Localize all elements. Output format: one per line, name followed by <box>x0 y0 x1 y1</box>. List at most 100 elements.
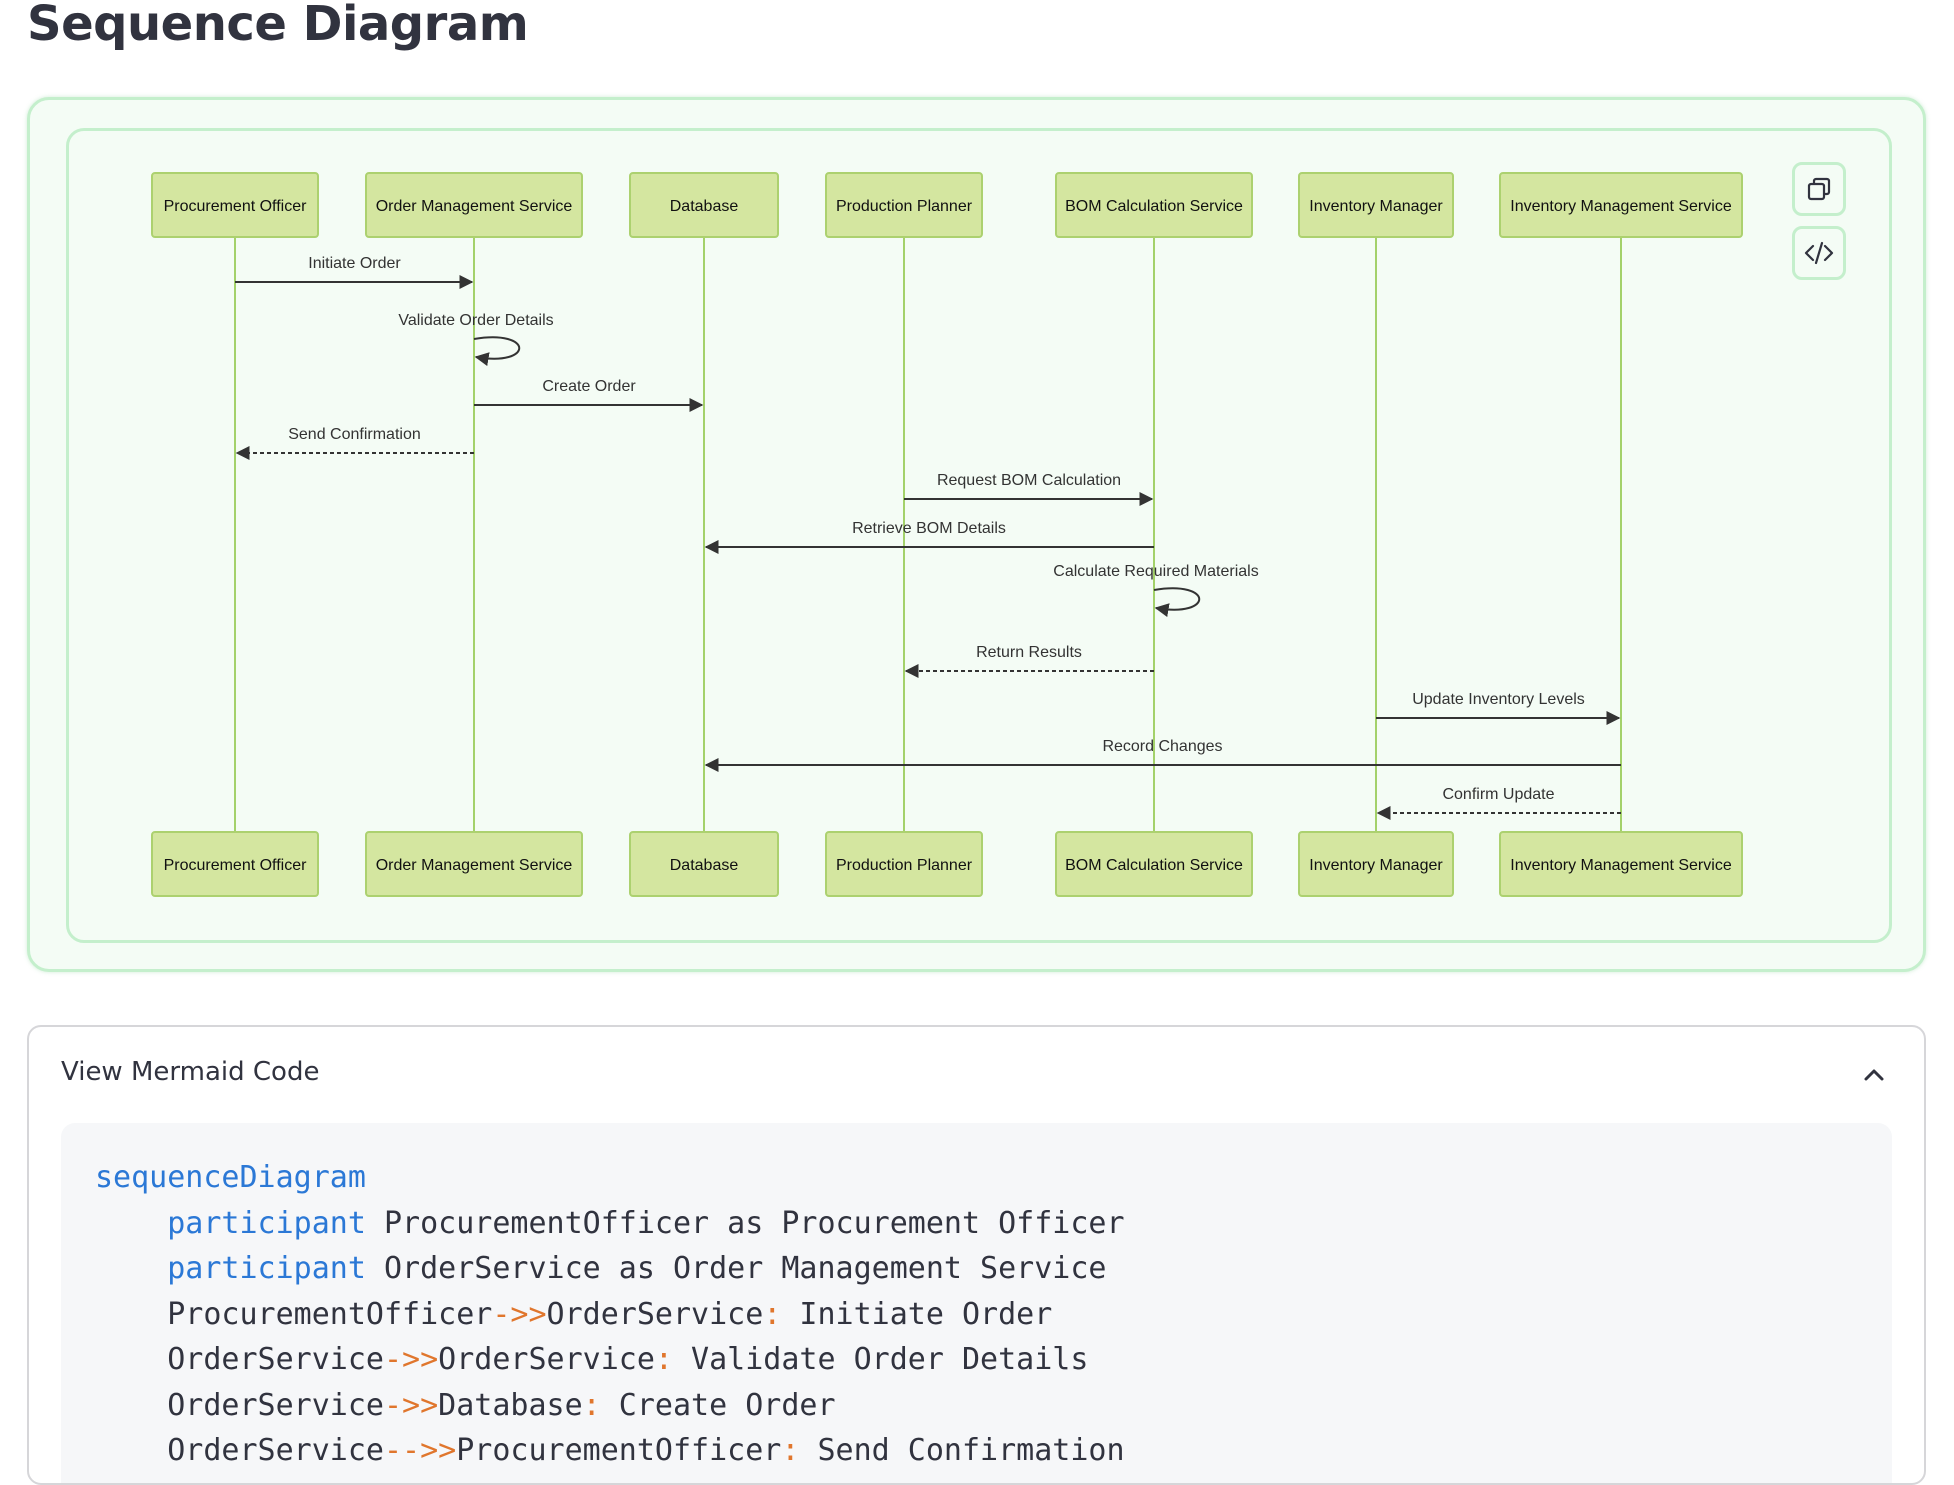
message-initiate-order: Initiate Order <box>235 255 474 289</box>
message-label: Create Order <box>542 378 636 395</box>
code-keyword: participant <box>167 1251 366 1286</box>
actor-top-order-management-service: Order Management Service <box>365 172 583 238</box>
mermaid-code-expander: View Mermaid Code sequenceDiagram partic… <box>27 1025 1926 1485</box>
code-line: OrderService->>Database: Create Order <box>95 1383 1858 1429</box>
message-arrow <box>473 336 521 367</box>
actor-label: Procurement Officer <box>164 857 308 874</box>
code-text: OrderService as Order Management Service <box>365 1251 1107 1286</box>
actor-box <box>825 831 983 897</box>
actor-label: Database <box>670 857 739 874</box>
message-label: Calculate Required Materials <box>1053 563 1258 580</box>
actor-bottom-production-planner: Production Planner <box>825 831 983 897</box>
actor-box <box>151 831 319 897</box>
code-text: OrderService <box>95 1342 384 1377</box>
code-operator: ->> <box>492 1296 547 1332</box>
actor-box <box>365 172 583 238</box>
code-text: OrderService <box>95 1433 384 1468</box>
code-operator: ->> <box>383 1387 439 1423</box>
code-text: OrderService <box>546 1296 764 1332</box>
actor-top-inventory-management-service: Inventory Management Service <box>1499 172 1743 238</box>
code-line: participant ProcurementOfficer as Procur… <box>95 1201 1858 1247</box>
message-label: Validate Order Details <box>398 312 553 329</box>
actor-label: Inventory Manager <box>1309 198 1443 215</box>
actor-label: Inventory Management Service <box>1510 857 1732 874</box>
expander-label: View Mermaid Code <box>61 1057 320 1087</box>
message-label: Request BOM Calculation <box>937 472 1121 489</box>
code-line: sequenceDiagram <box>95 1155 1858 1201</box>
code-operator: : <box>763 1296 782 1332</box>
message-request-bom-calculation: Request BOM Calculation <box>904 472 1154 506</box>
message-validate-order-details: Validate Order Details <box>398 312 554 367</box>
actor-label: Order Management Service <box>376 857 573 874</box>
code-text <box>95 1206 167 1241</box>
message-update-inventory-levels: Update Inventory Levels <box>1376 691 1621 725</box>
message-label: Retrieve BOM Details <box>852 520 1006 537</box>
message-label: Send Confirmation <box>288 426 421 443</box>
actor-top-bom-calculation-service: BOM Calculation Service <box>1055 172 1253 238</box>
page-title: Sequence Diagram <box>27 0 529 52</box>
code-line: OrderService-->>ProcurementOfficer: Send… <box>95 1428 1858 1474</box>
code-text: Send Confirmation <box>799 1433 1125 1468</box>
expander-header[interactable]: View Mermaid Code <box>29 1027 1924 1123</box>
copy-button[interactable] <box>1792 162 1846 216</box>
actor-label: Procurement Officer <box>164 198 308 215</box>
actor-box <box>825 172 983 238</box>
message-confirm-update: Confirm Update <box>1376 786 1621 820</box>
actor-label: Order Management Service <box>376 198 573 215</box>
copy-icon <box>1807 177 1831 201</box>
code-text: Create Order <box>600 1387 836 1423</box>
code-text: OrderService <box>438 1342 655 1377</box>
chevron-up-icon <box>1864 1069 1884 1081</box>
code-operator: ->> <box>383 1342 439 1377</box>
code-line: OrderService->>OrderService: Validate Or… <box>95 1337 1858 1383</box>
message-label: Confirm Update <box>1442 786 1554 803</box>
code-line: participant OrderService as Order Manage… <box>95 1246 1858 1292</box>
actor-label: Database <box>670 198 739 215</box>
code-operator: -->> <box>383 1433 457 1468</box>
code-keyword: sequenceDiagram <box>95 1160 366 1195</box>
actor-top-procurement-officer: Procurement Officer <box>151 172 319 238</box>
actor-box <box>629 172 779 238</box>
code-text: ProcurementOfficer <box>95 1296 493 1332</box>
code-operator: : <box>654 1342 673 1377</box>
actor-bottom-inventory-management-service: Inventory Management Service <box>1499 831 1743 897</box>
message-create-order: Create Order <box>474 378 704 412</box>
message-label: Record Changes <box>1102 738 1222 755</box>
message-arrow <box>1153 587 1201 618</box>
actor-label: Production Planner <box>836 198 973 215</box>
view-code-button[interactable] <box>1792 226 1846 280</box>
message-label: Initiate Order <box>308 255 401 272</box>
actor-bottom-inventory-manager: Inventory Manager <box>1298 831 1454 897</box>
actor-box <box>1499 831 1743 897</box>
actor-bottom-database: Database <box>629 831 779 897</box>
code-text: OrderService <box>95 1387 384 1423</box>
message-calculate-required-materials: Calculate Required Materials <box>1053 563 1259 618</box>
code-text: Database <box>438 1387 583 1423</box>
message-record-changes: Record Changes <box>704 738 1621 772</box>
actor-label: Inventory Management Service <box>1510 198 1732 215</box>
code-text: Initiate Order <box>781 1296 1053 1332</box>
code-line: ProcurementOfficer->>OrderService: Initi… <box>95 1292 1858 1338</box>
actor-label: Inventory Manager <box>1309 857 1443 874</box>
actor-box <box>151 172 319 238</box>
actor-label: Production Planner <box>836 857 973 874</box>
code-icon <box>1804 241 1834 265</box>
message-label: Update Inventory Levels <box>1412 691 1585 708</box>
actor-box <box>1055 172 1253 238</box>
code-text: Validate Order Details <box>672 1342 1089 1377</box>
message-label: Return Results <box>976 644 1082 661</box>
actor-box <box>365 831 583 897</box>
message-send-confirmation: Send Confirmation <box>235 426 474 460</box>
actor-box <box>1298 831 1454 897</box>
actor-top-inventory-manager: Inventory Manager <box>1298 172 1454 238</box>
actor-top-production-planner: Production Planner <box>825 172 983 238</box>
actor-box <box>1298 172 1454 238</box>
actor-label: BOM Calculation Service <box>1065 857 1243 874</box>
code-text <box>95 1251 167 1286</box>
actor-bottom-procurement-officer: Procurement Officer <box>151 831 319 897</box>
actor-box <box>629 831 779 897</box>
actor-box <box>1499 172 1743 238</box>
